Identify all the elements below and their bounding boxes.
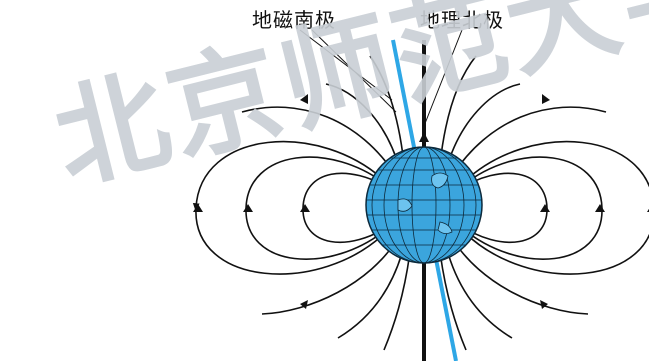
label-geomagnetic-south-pole: 地磁南极	[252, 8, 336, 32]
field-line-right-9	[439, 251, 467, 351]
arrow-2	[243, 204, 253, 212]
field-line-right-1	[463, 140, 649, 275]
field-line-right-7	[451, 237, 589, 315]
field-line-left-9	[383, 251, 411, 351]
field-line-left-8	[337, 245, 405, 339]
field-line-right-6	[439, 55, 477, 165]
field-line-right-4	[451, 106, 607, 177]
pointer-geo	[423, 29, 463, 127]
arrow-8	[542, 94, 550, 104]
field-arrows	[193, 94, 649, 309]
field-line-left-5	[325, 83, 401, 171]
field-line-left-7	[261, 237, 399, 315]
arrow-10	[540, 300, 548, 309]
arrow-7	[300, 94, 308, 104]
geographic-axis-arrow	[419, 132, 429, 142]
pointer-mag-2	[311, 29, 397, 113]
arrow-3	[300, 204, 310, 212]
pointer-mag-1	[299, 29, 393, 101]
arrow-1	[193, 204, 203, 212]
field-line-right-2	[461, 156, 603, 260]
field-line-left-1	[192, 140, 387, 275]
label-geographic-north-pole: 地理北极	[420, 8, 504, 32]
arrow-9	[300, 300, 308, 309]
arrow-6	[540, 204, 550, 212]
arrow-5	[595, 204, 605, 212]
globe-icon	[365, 146, 483, 264]
field-line-right-8	[445, 245, 513, 339]
field-line-left-6	[369, 55, 405, 165]
field-line-left-4	[241, 106, 397, 177]
